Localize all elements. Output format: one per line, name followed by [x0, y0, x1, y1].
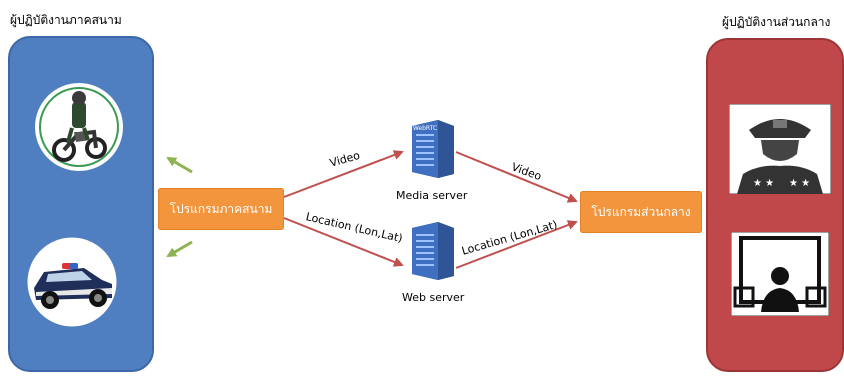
media-server-label: Media server	[396, 189, 468, 202]
media-server-icon: WebRTC	[408, 118, 458, 184]
web-server-icon	[408, 220, 458, 286]
signal-arrow-down	[166, 240, 193, 258]
video-in-arrow	[283, 150, 404, 198]
central-program-box: โปรแกรมส่วนกลาง	[580, 191, 702, 233]
motorcycle-officer-icon	[34, 82, 124, 176]
web-server-label: Web server	[402, 291, 465, 304]
field-program-box: โปรแกรมภาคสนาม	[158, 188, 284, 230]
signal-arrow-up	[166, 156, 193, 174]
location-out-arrow	[455, 220, 578, 269]
central-panel	[706, 38, 844, 372]
central-title: ผู้ปฏิบัติงานส่วนกลาง	[722, 15, 831, 29]
monitor-operator-icon	[730, 231, 830, 320]
field-title: ผู้ปฏิบัติงานภาคสนาม	[10, 13, 122, 27]
police-car-icon	[26, 236, 118, 332]
location-in-arrow	[283, 217, 404, 267]
webrtc-badge: WebRTC	[413, 125, 437, 132]
police-officer-icon: ★ ★ ★ ★	[728, 103, 832, 198]
svg-text:★ ★: ★ ★	[753, 178, 774, 189]
video-out-arrow	[455, 151, 578, 203]
svg-text:★ ★: ★ ★	[789, 178, 810, 189]
